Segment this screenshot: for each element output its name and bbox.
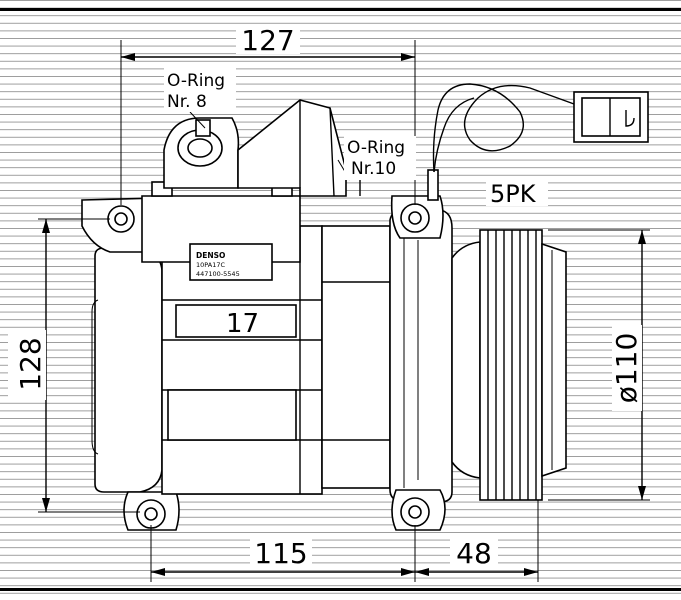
oring8-bg bbox=[164, 68, 236, 112]
frame-top-bar bbox=[0, 8, 681, 11]
compressor-body bbox=[81, 99, 453, 531]
dim-diameter: ø110 bbox=[610, 333, 643, 404]
rear-housing bbox=[94, 247, 163, 493]
frame-bottom-bar bbox=[0, 588, 681, 591]
pulley bbox=[479, 229, 543, 501]
dim-127-bg bbox=[236, 24, 300, 54]
nameplate-brand: DENSO bbox=[196, 251, 225, 260]
oring10-bg bbox=[344, 136, 416, 180]
belt-type-label: 5PK bbox=[490, 180, 537, 208]
pulley-assembly bbox=[451, 229, 567, 501]
oring10-label-line2: Nr.10 bbox=[351, 159, 396, 179]
clutch-coil bbox=[451, 241, 481, 479]
oring10-fitting bbox=[237, 99, 347, 197]
dim-115-bg bbox=[250, 538, 312, 568]
nameplate-model: 10PA17C bbox=[196, 261, 225, 269]
dim-height: 128 bbox=[14, 337, 47, 390]
dim-128-bg bbox=[8, 330, 46, 400]
dim-48-bg bbox=[450, 538, 498, 568]
oring8-label-line1: O-Ring bbox=[167, 71, 225, 91]
oring10-label-line1: O-Ring bbox=[347, 138, 405, 158]
clutch-plate bbox=[541, 242, 567, 478]
belt-bg bbox=[486, 178, 548, 206]
dim-110-bg bbox=[612, 325, 642, 411]
nameplate-code: 447100-5545 bbox=[196, 270, 240, 278]
front-housing bbox=[389, 209, 453, 503]
nameplate bbox=[189, 243, 273, 281]
wire-connector bbox=[432, 83, 649, 173]
dim-bottom-left: 115 bbox=[254, 537, 307, 570]
part-number-label: 17 bbox=[226, 309, 259, 339]
dim-bottom-right: 48 bbox=[456, 537, 492, 570]
oring8-label-line2: Nr. 8 bbox=[167, 92, 207, 112]
dim-top-width: 127 bbox=[241, 24, 294, 57]
